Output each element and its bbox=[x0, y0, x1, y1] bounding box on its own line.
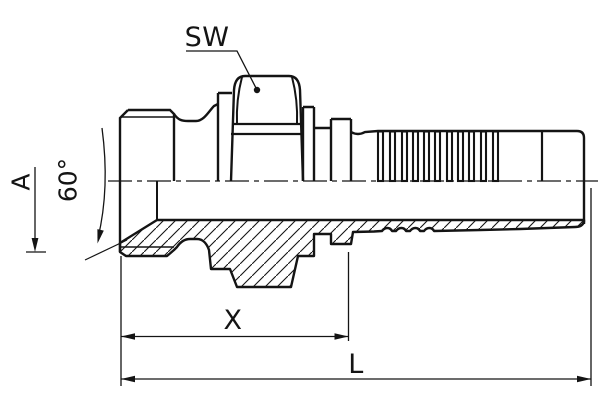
fitting-face bbox=[118, 109, 129, 252]
serration-barbs bbox=[376, 130, 500, 183]
dimension-x: X bbox=[120, 252, 350, 386]
sw-label: SW bbox=[185, 22, 230, 53]
l-arrowhead-right bbox=[577, 375, 591, 383]
sw-leader-line bbox=[186, 50, 257, 89]
ferrule-ring bbox=[314, 117, 353, 181]
hose-tail-top bbox=[350, 129, 586, 139]
l-label: L bbox=[348, 349, 364, 380]
hex-face-arc-right bbox=[291, 76, 299, 125]
dimension-a: A bbox=[7, 167, 46, 253]
l-arrowhead-left bbox=[121, 375, 135, 383]
cone-seat-collar bbox=[216, 91, 232, 181]
section-hatch-area bbox=[118, 218, 586, 289]
sw-callout: SW bbox=[185, 22, 261, 94]
dimension-l: L bbox=[121, 188, 592, 386]
male-thread-crest bbox=[128, 108, 176, 181]
x-arrowhead-left bbox=[121, 333, 135, 340]
x-arrowhead-right bbox=[334, 333, 349, 340]
a-label: A bbox=[7, 173, 36, 190]
cone-angle-arrowhead bbox=[97, 229, 104, 244]
x-label: X bbox=[224, 305, 243, 336]
cone-angle-label: 60° bbox=[54, 158, 83, 202]
section-lower-half bbox=[118, 181, 586, 289]
rear-collar bbox=[301, 105, 316, 181]
sw-leader-dot bbox=[253, 86, 261, 94]
hex-nut-outline bbox=[229, 74, 305, 182]
cone-angle-arc bbox=[97, 127, 106, 239]
relief-groove bbox=[173, 102, 219, 123]
dimension-cone-angle: 60° bbox=[54, 127, 128, 261]
cone-surface-reference-line bbox=[84, 239, 128, 261]
hex-nut-band bbox=[231, 122, 303, 136]
a-arrowhead bbox=[31, 238, 39, 252]
external-upper-half bbox=[118, 74, 586, 252]
hex-face-arc-left bbox=[235, 76, 243, 125]
